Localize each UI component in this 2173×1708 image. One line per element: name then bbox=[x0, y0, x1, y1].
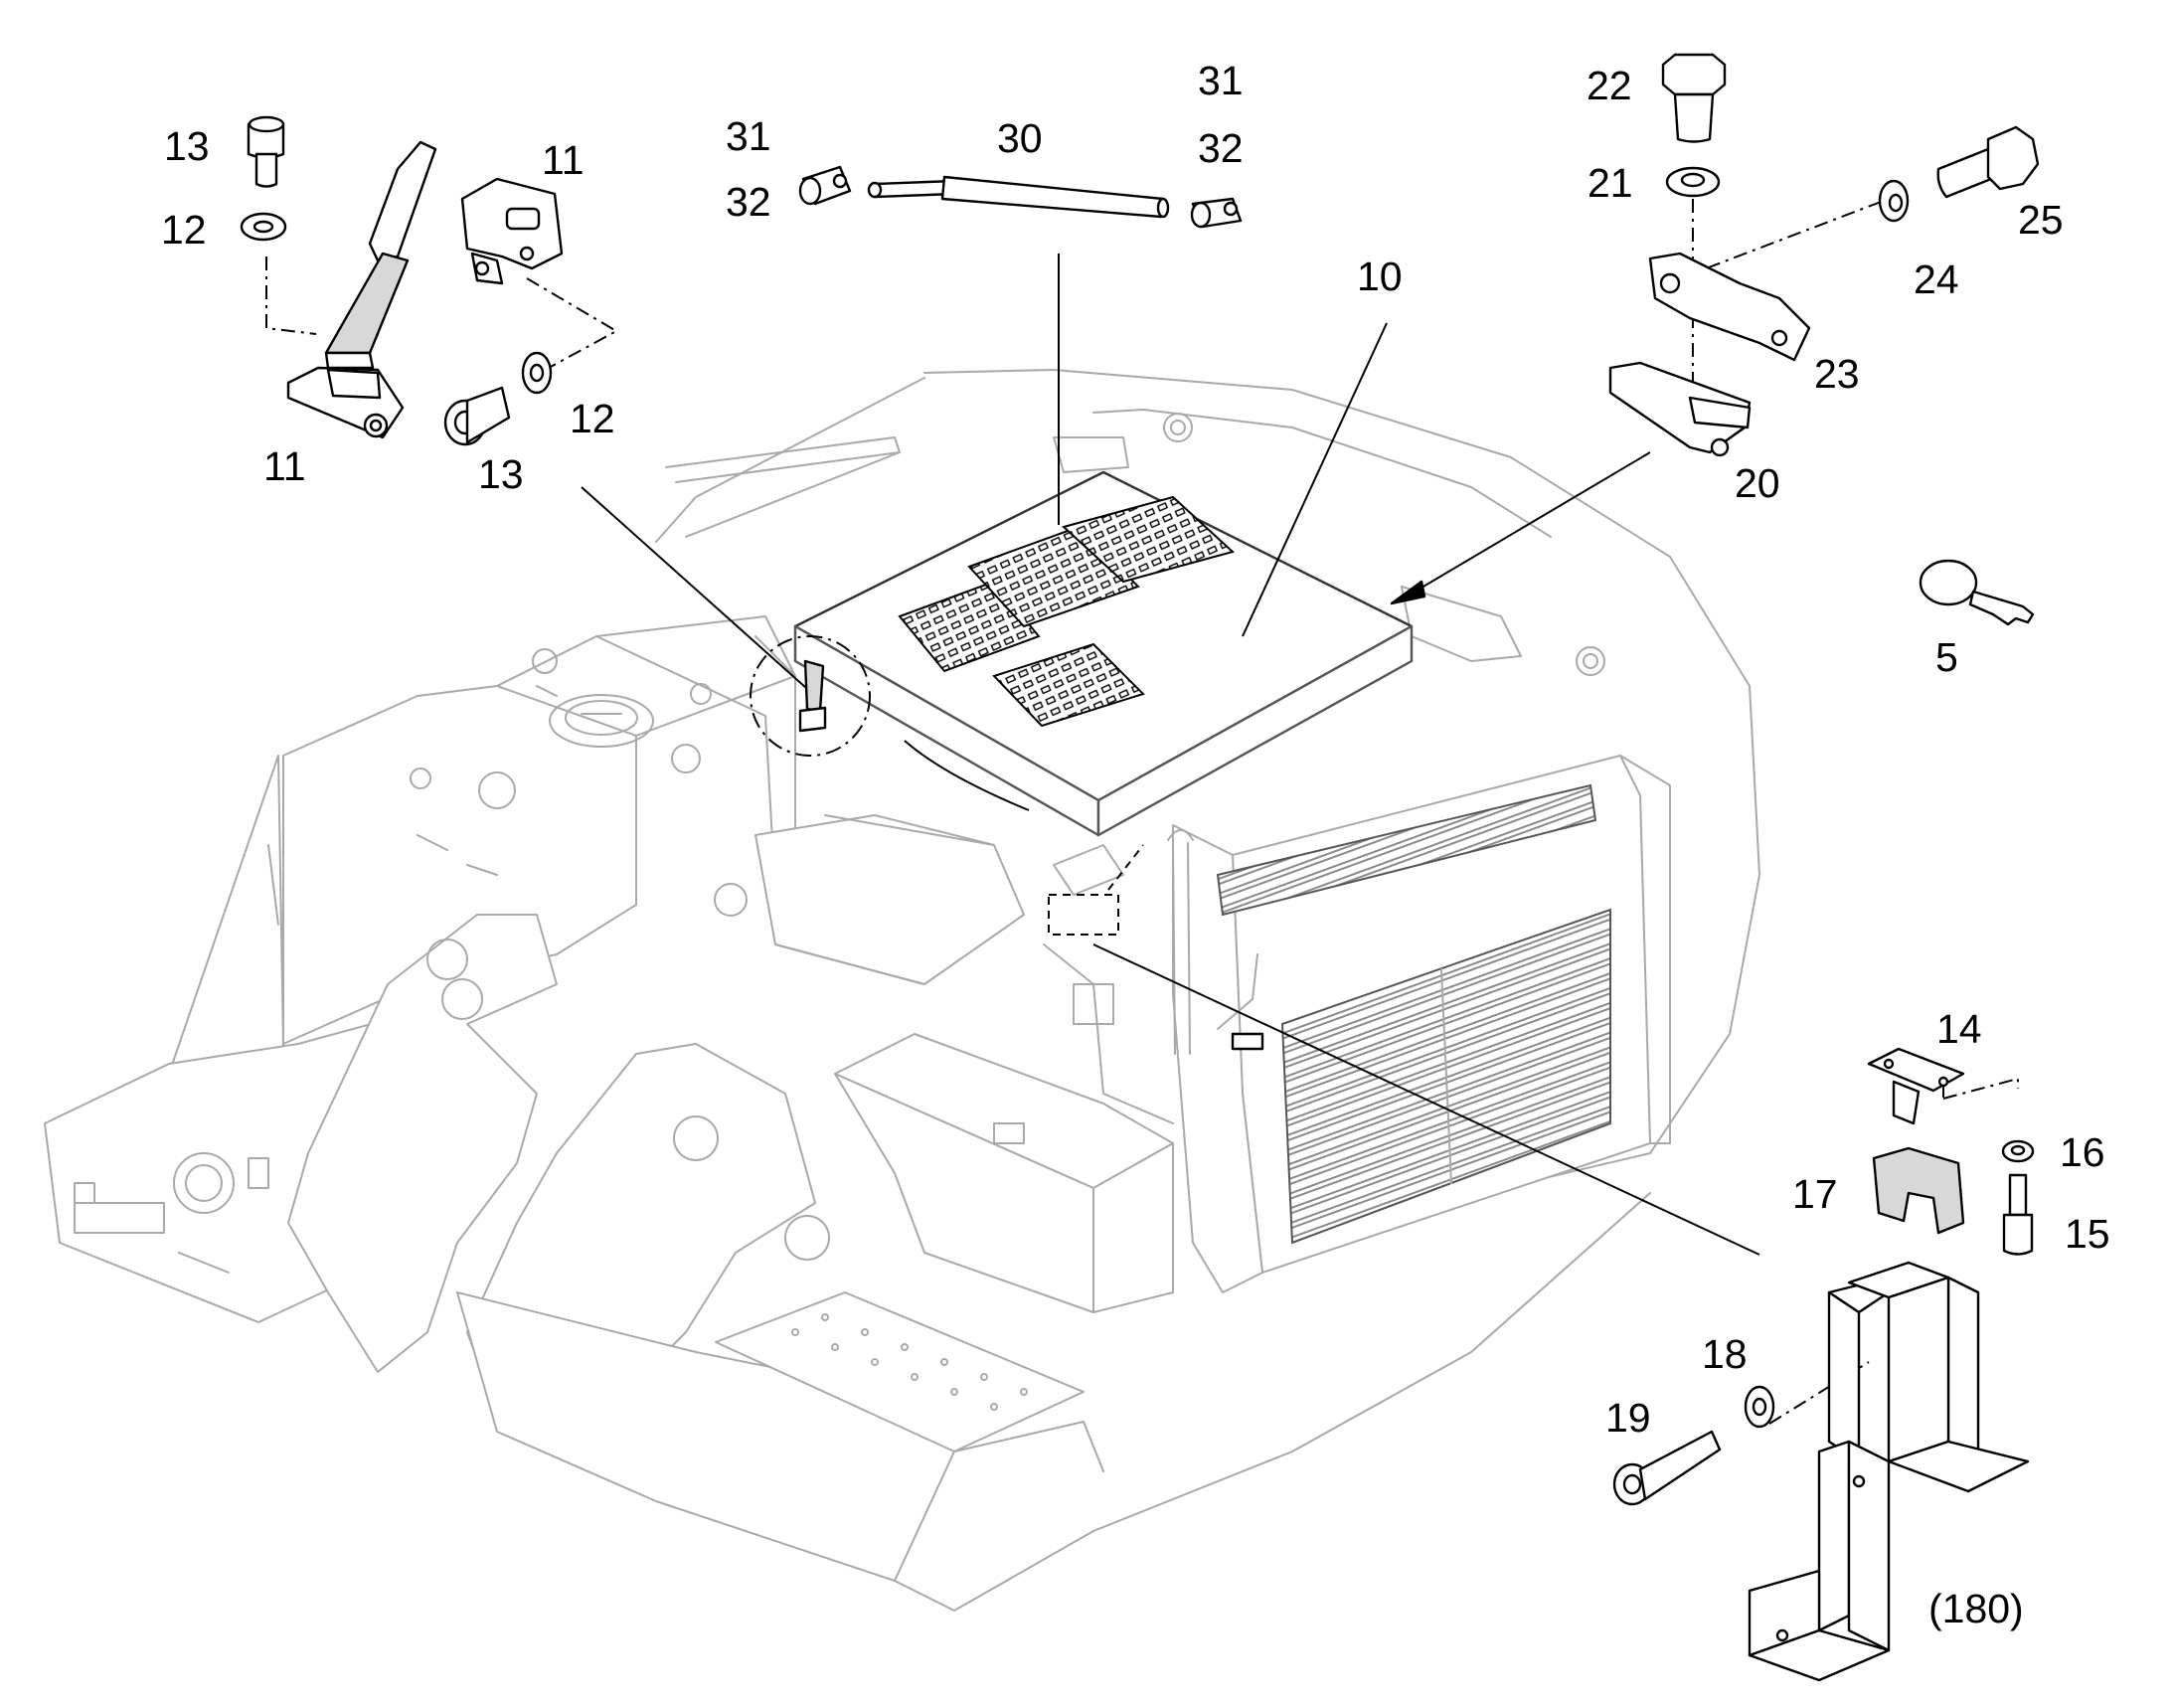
callout-5: 5 bbox=[1935, 634, 1958, 680]
hood-latch-handle bbox=[286, 140, 437, 439]
side-louvre bbox=[1216, 783, 1597, 917]
cap-screw-19 bbox=[1612, 1430, 1722, 1506]
washer-16 bbox=[2001, 1139, 2035, 1163]
callout-12-bottom: 12 bbox=[570, 396, 615, 441]
callout-23: 23 bbox=[1814, 351, 1860, 397]
engine-hood bbox=[793, 470, 1414, 1051]
callout-20: 20 bbox=[1735, 460, 1780, 506]
callout-32-left: 32 bbox=[726, 179, 771, 225]
bolt-25 bbox=[1936, 125, 2040, 199]
washer-bottom bbox=[521, 351, 553, 395]
callout-18: 18 bbox=[1702, 1331, 1748, 1377]
washer-18 bbox=[1744, 1385, 1775, 1429]
rubber-stop-17 bbox=[1872, 1146, 1965, 1235]
callout-22: 22 bbox=[1587, 63, 1632, 108]
callout-31-right: 31 bbox=[1198, 58, 1244, 103]
detail-circle bbox=[750, 635, 871, 757]
spring-end-fitting-right bbox=[1190, 197, 1243, 229]
cap-screw-bottom bbox=[443, 386, 511, 446]
hex-bolt-22 bbox=[1661, 53, 1727, 143]
floor-holes bbox=[791, 1313, 1028, 1411]
callout-180: (180) bbox=[1928, 1586, 2024, 1631]
upper-structure-frame bbox=[44, 369, 1760, 1612]
callout-25: 25 bbox=[2018, 197, 2064, 243]
hinge-bracket-20 bbox=[1608, 361, 1752, 457]
washer-21 bbox=[1665, 166, 1721, 198]
callout-12-top: 12 bbox=[161, 207, 207, 253]
cap-screw-top bbox=[247, 115, 285, 188]
callout-11-top: 11 bbox=[542, 137, 585, 183]
callout-19: 19 bbox=[1605, 1395, 1651, 1441]
bracket-14 bbox=[1867, 1047, 1965, 1125]
callout-15: 15 bbox=[2065, 1211, 2110, 1257]
callout-10: 10 bbox=[1357, 254, 1403, 299]
gas-spring bbox=[867, 175, 1170, 219]
callout-30: 30 bbox=[997, 115, 1043, 161]
radiator-bracket-180 bbox=[1748, 1261, 2030, 1682]
callout-24: 24 bbox=[1914, 256, 1959, 302]
callout-11-bottom: 11 bbox=[263, 443, 306, 489]
callout-31-left: 31 bbox=[726, 113, 771, 159]
callout-14: 14 bbox=[1936, 1006, 1982, 1052]
callout-16: 16 bbox=[2060, 1129, 2105, 1175]
callout-21: 21 bbox=[1588, 160, 1633, 206]
hood-vent-panels bbox=[898, 495, 1236, 728]
callout-labels: 5 10 11 11 12 12 13 13 14 15 16 17 18 19… bbox=[161, 58, 2110, 1631]
washer-top bbox=[240, 212, 287, 242]
key-icon bbox=[1919, 559, 2035, 626]
hood-latch-catch bbox=[460, 177, 564, 285]
latch-in-place bbox=[798, 659, 827, 733]
leader-lines bbox=[265, 198, 2019, 1425]
hinge-link-23 bbox=[1648, 252, 1811, 362]
callout-17: 17 bbox=[1792, 1171, 1838, 1217]
callout-32-right: 32 bbox=[1198, 125, 1244, 171]
callout-13-top: 13 bbox=[164, 123, 210, 169]
spring-end-fitting-left bbox=[798, 165, 852, 206]
screw-15 bbox=[2002, 1173, 2034, 1256]
washer-24 bbox=[1878, 179, 1910, 223]
callout-13-bottom: 13 bbox=[478, 451, 524, 497]
hood-handle bbox=[904, 740, 1030, 811]
